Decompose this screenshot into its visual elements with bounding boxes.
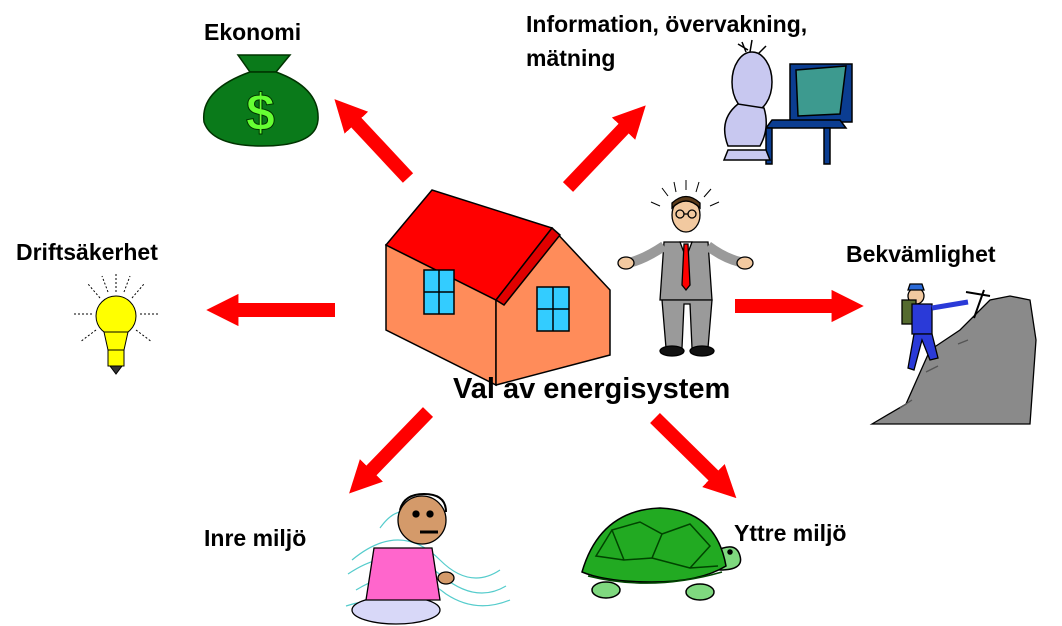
- light-bulb-icon: [74, 272, 158, 375]
- svg-text:$: $: [246, 84, 275, 142]
- arrow-to-economy: [334, 99, 414, 183]
- money-bag-icon: $: [203, 54, 319, 147]
- draughty-person-icon: [345, 492, 511, 625]
- center-label: Val av energisystem: [453, 373, 731, 405]
- information-label-line2: mätning: [526, 45, 616, 71]
- mountain-climber-icon: [869, 283, 1037, 425]
- shrugging-man-icon: [617, 180, 754, 357]
- reliability-label: Driftsäkerhet: [16, 239, 158, 265]
- information-label-line1: Information, övervakning,: [526, 11, 808, 37]
- turtle-icon: [581, 507, 742, 601]
- arrow-to-outdoor: [650, 413, 737, 499]
- outdoor-label: Yttre miljö: [734, 520, 847, 546]
- arrow-to-indoor: [349, 407, 434, 494]
- house-icon: [384, 189, 611, 387]
- computer-user-icon: [722, 39, 853, 165]
- economy-label: Ekonomi: [204, 19, 302, 45]
- arrow-to-information: [562, 105, 646, 192]
- comfort-label: Bekvämlighet: [846, 241, 996, 267]
- indoor-label: Inre miljö: [204, 525, 307, 551]
